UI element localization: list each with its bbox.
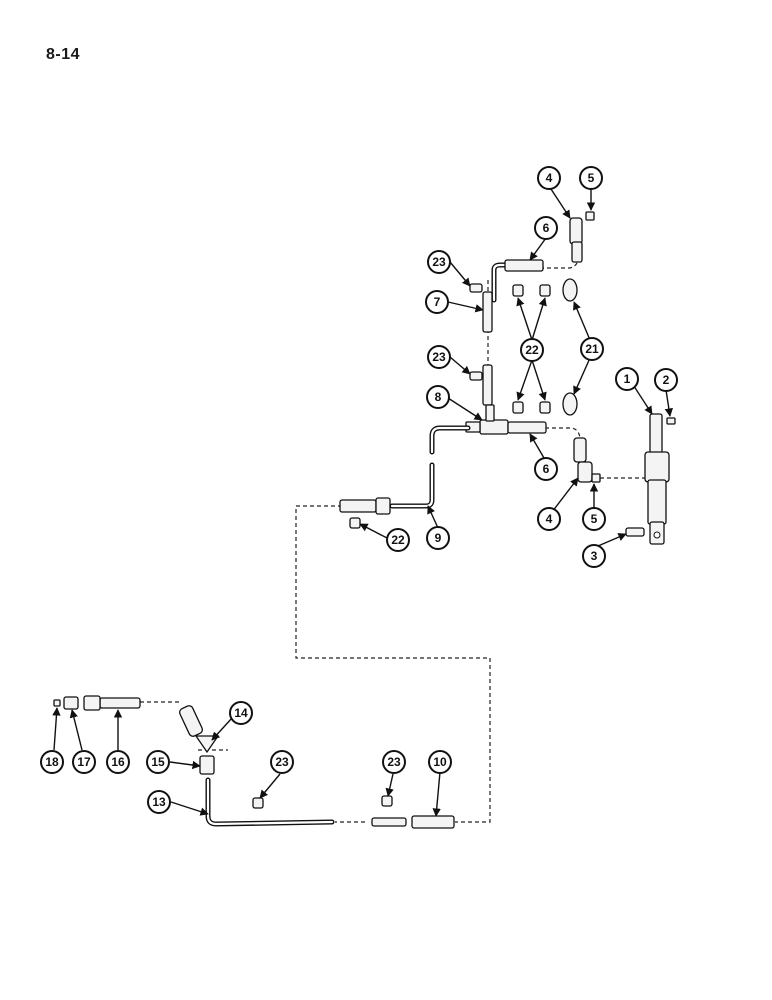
callout-16: 16 (106, 750, 130, 774)
svg-text:13: 13 (152, 795, 166, 809)
elbow-fitting-lower (573, 437, 601, 483)
fitting-15 (199, 755, 215, 775)
svg-text:5: 5 (588, 171, 595, 185)
svg-text:2: 2 (663, 373, 670, 387)
svg-text:6: 6 (543, 462, 550, 476)
svg-text:21: 21 (585, 342, 599, 356)
svg-text:18: 18 (45, 755, 59, 769)
svg-text:5: 5 (591, 512, 598, 526)
svg-text:3: 3 (591, 549, 598, 563)
callout-3: 3 (582, 544, 606, 568)
hose-9 (339, 425, 471, 515)
svg-text:9: 9 (435, 531, 442, 545)
callout-10: 10 (428, 750, 452, 774)
svg-text:23: 23 (275, 755, 289, 769)
svg-text:22: 22 (391, 533, 405, 547)
svg-text:6: 6 (543, 221, 550, 235)
svg-text:4: 4 (546, 512, 553, 526)
o-rings-21 (562, 278, 578, 416)
callout-7: 7 (425, 290, 449, 314)
svg-text:17: 17 (77, 755, 91, 769)
callout-14: 14 (229, 701, 253, 725)
page-number: 8-14 (46, 46, 81, 63)
callout-18: 18 (40, 750, 64, 774)
cap-22-lower (349, 517, 361, 529)
svg-text:16: 16 (111, 755, 125, 769)
callout-22-a: 22 (520, 338, 544, 362)
tee-fitting-8 (465, 404, 509, 435)
nut-18 (53, 699, 61, 707)
svg-text:22: 22 (525, 343, 539, 357)
leader-lines (52, 185, 674, 817)
callout-8: 8 (426, 385, 450, 409)
callout-6-lower: 6 (534, 457, 558, 481)
svg-text:10: 10 (433, 755, 447, 769)
cap-23-upper (469, 283, 483, 381)
callout-23-c: 23 (270, 750, 294, 774)
pipe-7 (482, 291, 493, 406)
cap-23-lower-left (252, 797, 264, 809)
svg-text:1: 1 (624, 372, 631, 386)
hydraulic-cylinder-1 (644, 413, 670, 545)
callout-6-top: 6 (534, 216, 558, 240)
svg-text:4: 4 (546, 171, 553, 185)
elbow-fitting-top (569, 211, 595, 263)
callout-1: 1 (615, 367, 639, 391)
callout-4-top: 4 (537, 166, 561, 190)
caps-22-group (512, 284, 551, 414)
adapter-17 (63, 696, 79, 710)
callout-23-a: 23 (427, 250, 451, 274)
callout-5-top: 5 (579, 166, 603, 190)
callout-5-lower: 5 (582, 507, 606, 531)
hose-assembly-6-top (491, 259, 544, 303)
callout-4-lower: 4 (537, 507, 561, 531)
svg-text:8: 8 (435, 390, 442, 404)
svg-text:23: 23 (387, 755, 401, 769)
svg-text:7: 7 (434, 295, 441, 309)
callout-22-b: 22 (386, 528, 410, 552)
hose-16 (83, 695, 141, 711)
callout-13: 13 (147, 790, 171, 814)
svg-text:23: 23 (432, 350, 446, 364)
pin-3 (625, 527, 645, 537)
pin-2 (666, 417, 676, 425)
hose-assembly-6-lower (507, 421, 547, 434)
callout-2: 2 (654, 368, 678, 392)
callout-9: 9 (426, 526, 450, 550)
hose-10 (371, 815, 455, 829)
callout-23-d: 23 (382, 750, 406, 774)
callout-17: 17 (72, 750, 96, 774)
callout-23-b: 23 (427, 345, 451, 369)
svg-text:23: 23 (432, 255, 446, 269)
callout-15: 15 (146, 750, 170, 774)
callout-21: 21 (580, 337, 604, 361)
svg-text:14: 14 (234, 706, 248, 720)
pipe-13 (205, 777, 335, 827)
svg-text:15: 15 (151, 755, 165, 769)
cap-23-lower-right (381, 795, 393, 807)
valve-14 (178, 705, 220, 754)
